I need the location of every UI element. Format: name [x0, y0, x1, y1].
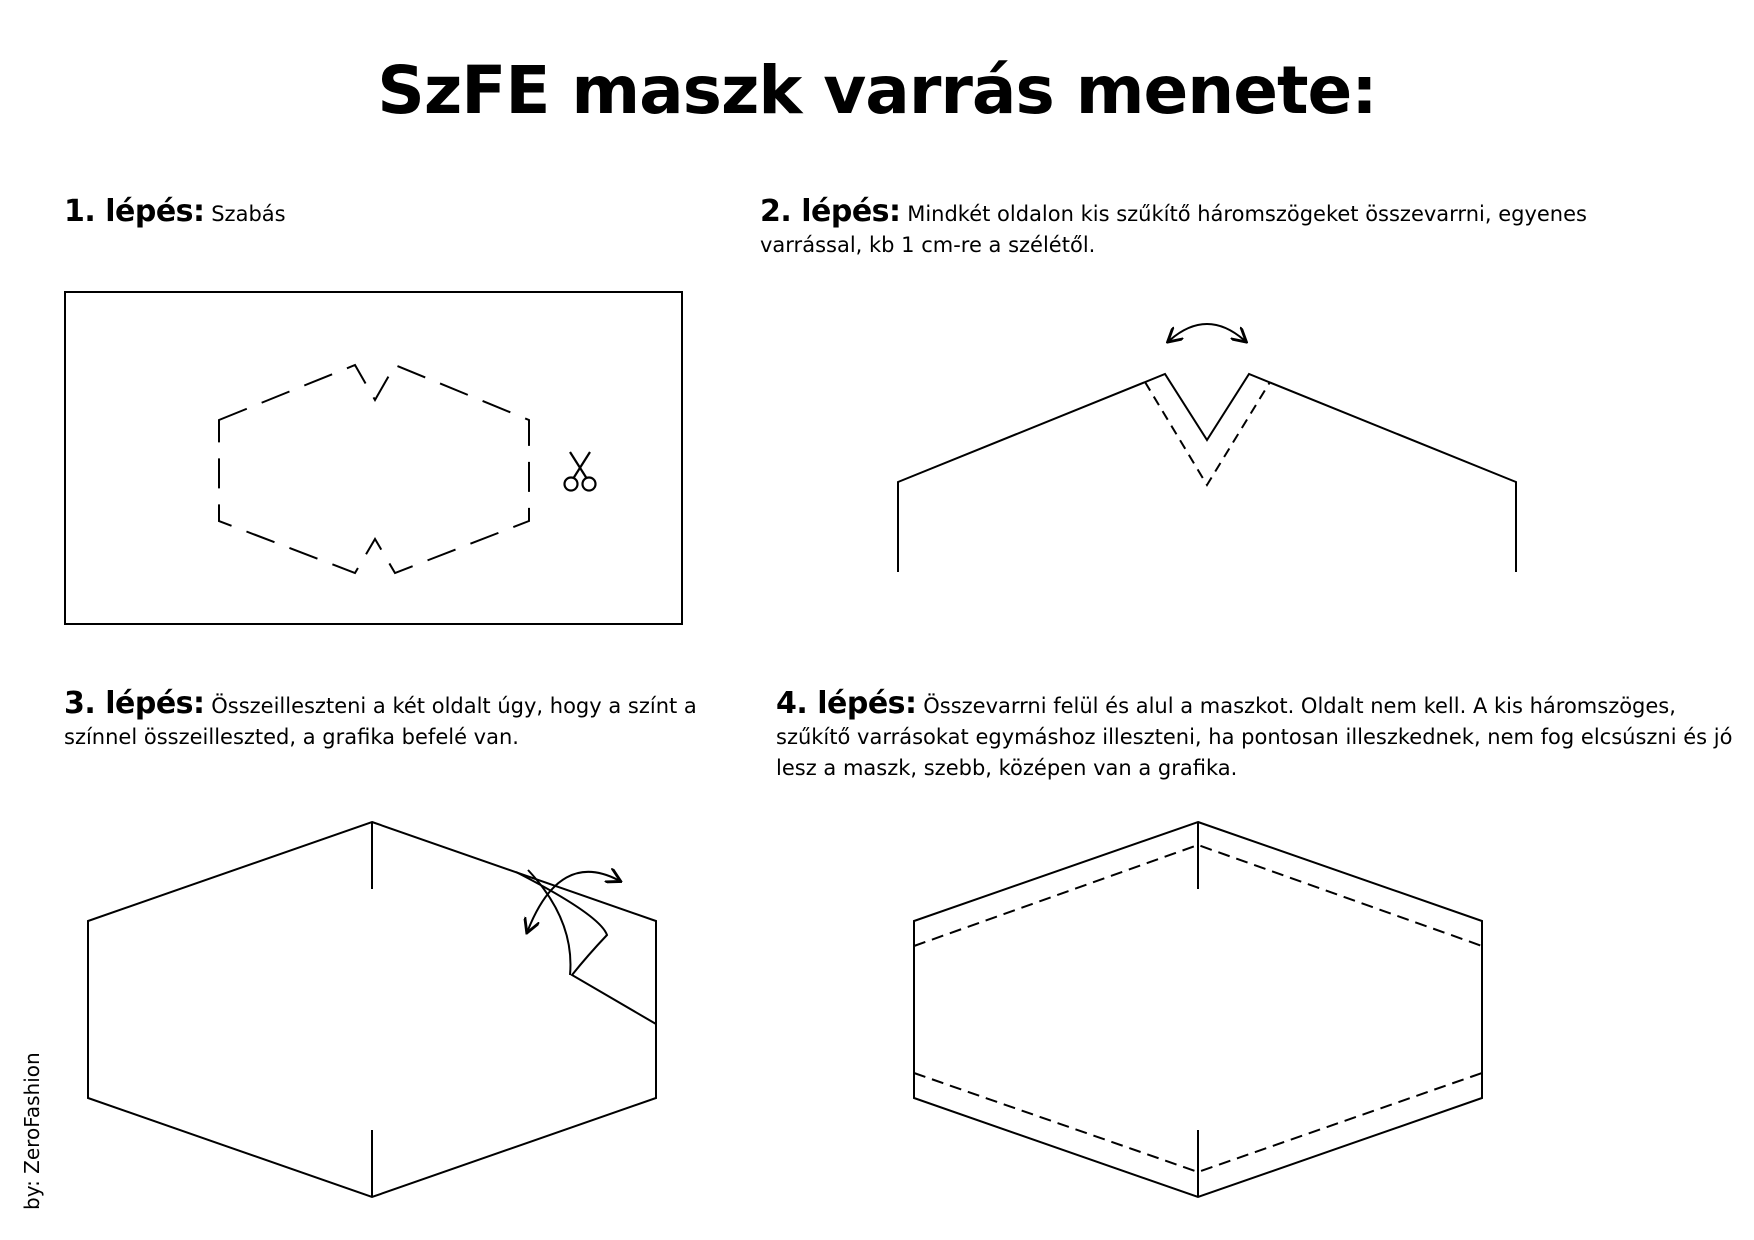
step-4-description: Összevarrni felül és alul a maszkot. Old… — [776, 694, 1733, 780]
step-1-label: 1. lépés: — [64, 194, 205, 229]
step-2-diagram — [897, 323, 1517, 572]
step-3-description: Összeilleszteni a két oldalt úgy, hogy a… — [64, 694, 697, 749]
step-1-diagram — [64, 291, 683, 625]
top-stitch-line — [913, 843, 1483, 947]
step-3-label: 3. lépés: — [64, 686, 205, 721]
folded-corner-edge — [527, 869, 572, 976]
bottom-stitch-line — [913, 1072, 1483, 1174]
page-title: SzFE maszk varrás menete: — [377, 52, 1377, 129]
step-1-description: Szabás — [211, 202, 286, 226]
cutting-pattern-dashed — [218, 363, 530, 575]
step-2-description: Mindkét oldalon kis szűkítő háromszögeke… — [760, 202, 1587, 257]
step-2-label: 2. lépés: — [760, 194, 901, 229]
step-3-diagram — [87, 820, 657, 1199]
step-2-text: 2. lépés: Mindkét oldalon kis szűkítő há… — [760, 196, 1660, 261]
fabric-rectangle — [64, 291, 683, 625]
step-3-text: 3. lépés: Összeilleszteni a két oldalt ú… — [64, 688, 724, 753]
step-4-label: 4. lépés: — [776, 686, 917, 721]
curved-arrow-icon — [528, 872, 618, 930]
folded-corner — [515, 871, 657, 1025]
mask-outline-with-dart — [897, 372, 1517, 572]
step-4-text: 4. lépés: Összevarrni felül és alul a ma… — [776, 688, 1736, 784]
step-1-text: 1. lépés: Szabás — [64, 196, 684, 230]
scissors-icon — [563, 451, 597, 492]
step-4-diagram — [913, 820, 1483, 1199]
dart-stitch-line — [1144, 381, 1271, 487]
curved-arrow-icon — [1170, 323, 1244, 340]
